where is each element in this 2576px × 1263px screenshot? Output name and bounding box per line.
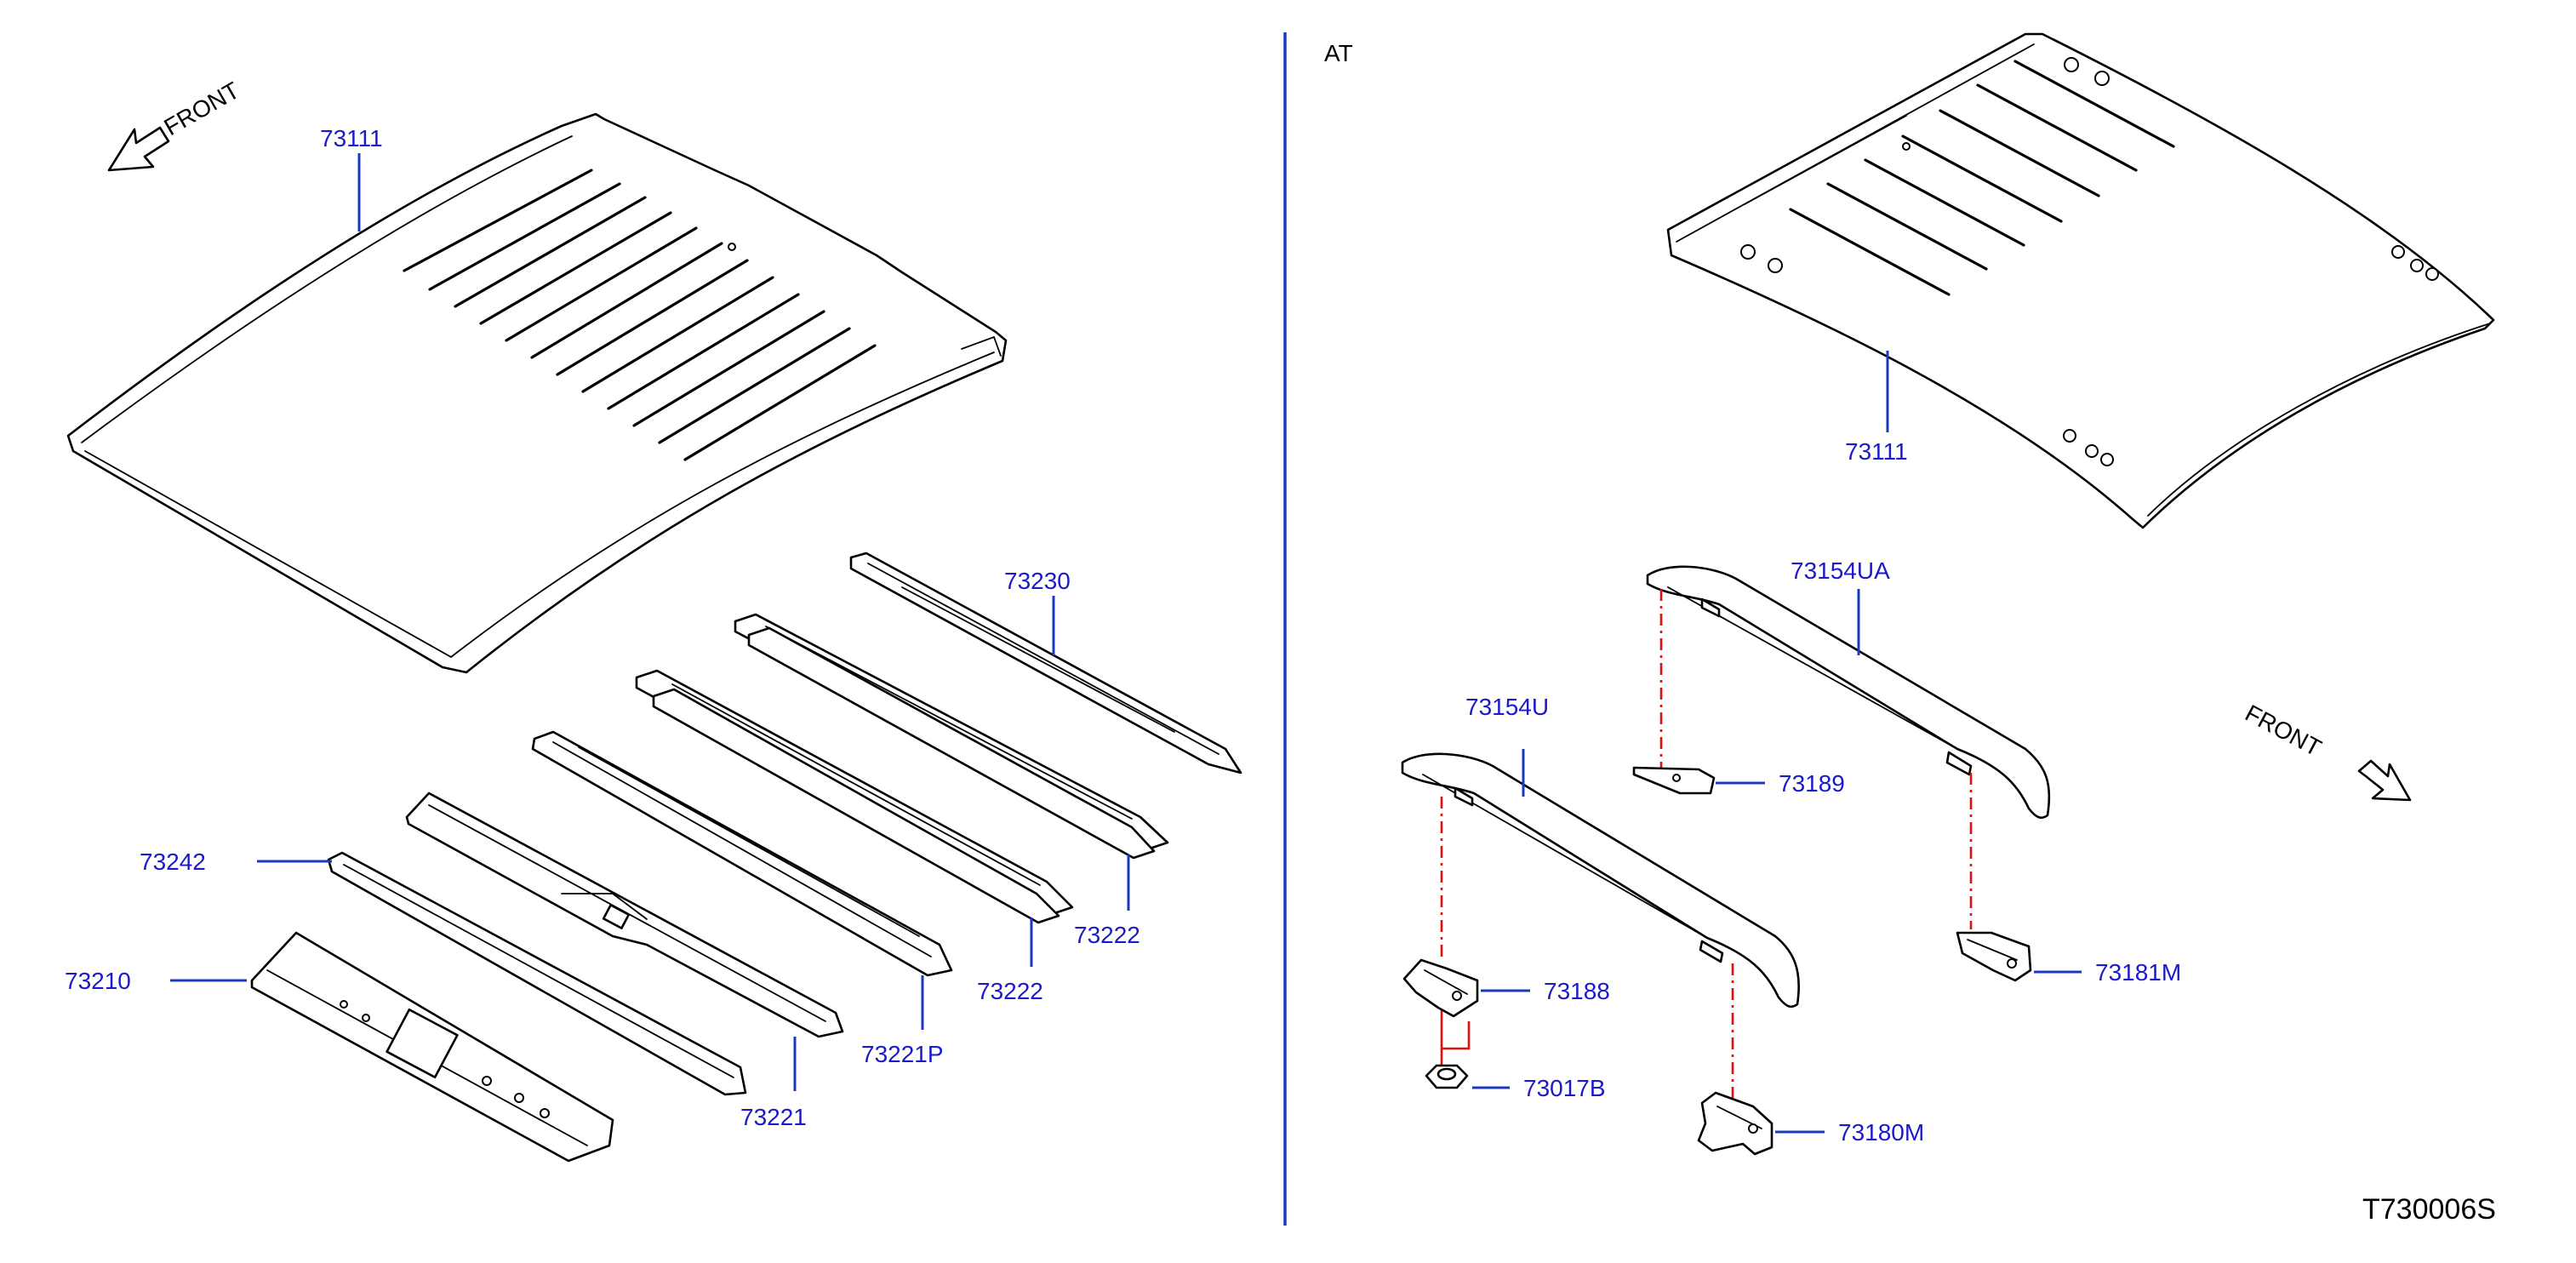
roof-panel-right	[1666, 32, 2495, 529]
callout-73189: 73189	[1779, 770, 1845, 797]
document-code: T730006S	[2362, 1193, 2496, 1226]
callout-73181m: 73181M	[2095, 959, 2181, 986]
front-label-right: FRONT	[2241, 700, 2326, 762]
front-label-left: FRONT	[160, 77, 244, 140]
front-direction-indicator-left: FRONT	[107, 77, 244, 172]
roof-panel-left	[66, 112, 1008, 674]
bracket-73181m	[1956, 931, 2032, 982]
callout-73221p: 73221P	[861, 1041, 944, 1067]
bracket-73180m	[1697, 1091, 1773, 1156]
callout-73188: 73188	[1544, 978, 1610, 1004]
callout-73017b: 73017B	[1523, 1075, 1606, 1101]
bracket-73188	[1402, 958, 1479, 1018]
callout-73111-right: 73111	[1845, 438, 1908, 465]
roof-rail-73221p	[531, 730, 953, 977]
roof-rail-73230	[849, 551, 1242, 774]
callout-73154ua: 73154UA	[1791, 557, 1890, 584]
callout-73111-left: 73111	[320, 125, 383, 151]
roof-rail-73242	[327, 851, 747, 1096]
callout-73180m: 73180M	[1838, 1119, 1924, 1146]
callout-73210: 73210	[65, 968, 131, 994]
section-label-at: AT	[1324, 40, 1353, 66]
callout-73242: 73242	[140, 849, 206, 875]
front-direction-indicator-right: FRONT	[2241, 700, 2412, 802]
front-arrow-right-icon	[2357, 759, 2412, 802]
bracket-73189	[1632, 766, 1716, 795]
callout-73154u: 73154U	[1465, 694, 1549, 720]
nut-73017b	[1425, 1064, 1469, 1089]
callout-73221: 73221	[740, 1104, 807, 1130]
roof-rail-73222-upper	[734, 613, 1169, 860]
roof-rail-73222-lower	[635, 669, 1074, 924]
front-arrow-left-icon	[107, 126, 170, 172]
assembly-lines	[1440, 589, 1973, 1098]
callout-73222-lower: 73222	[977, 978, 1043, 1004]
callout-73230: 73230	[1004, 568, 1071, 594]
roof-rail-73210	[250, 931, 614, 1163]
callout-73222-upper: 73222	[1074, 922, 1140, 948]
roof-rack-73154u	[1401, 752, 1801, 1009]
roof-rail-73221	[405, 792, 844, 1038]
roof-rack-73154ua	[1646, 565, 2051, 820]
